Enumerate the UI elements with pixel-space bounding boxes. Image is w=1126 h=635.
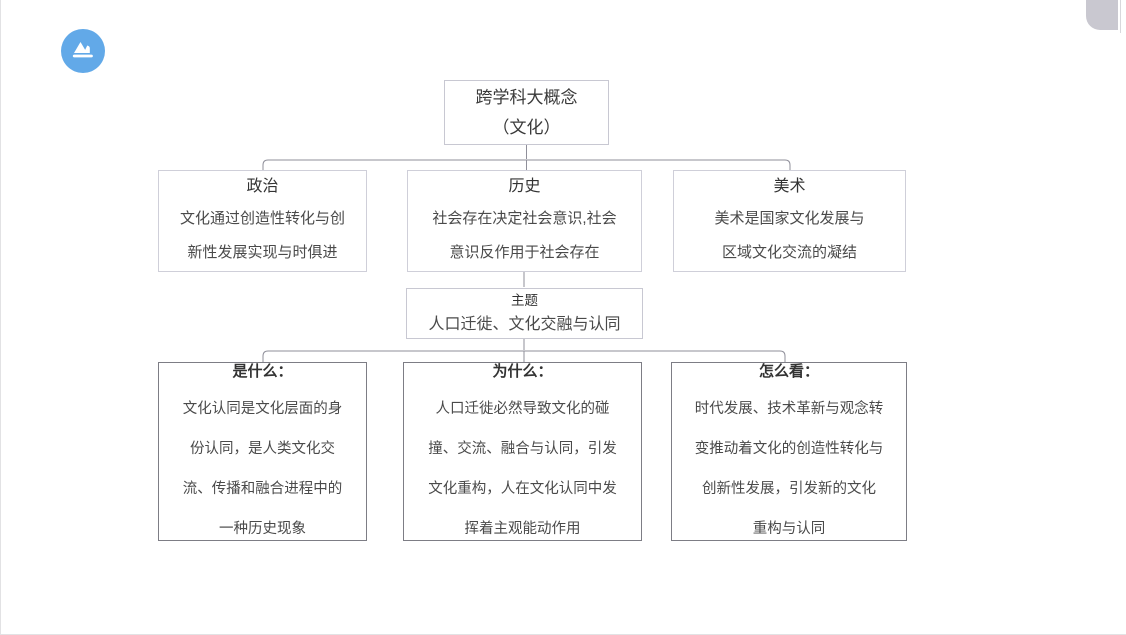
node-question-how-line-1: 时代发展、技术革新与观念转 xyxy=(694,400,884,417)
node-question-what-line-2: 份认同，是人类文化交 xyxy=(190,440,335,457)
node-question-why-line-1: 人口迁徙必然导致文化的碰 xyxy=(435,400,610,417)
node-question-why[interactable]: 为什么： 人口迁徙必然导致文化的碰 撞、交流、融合与认同，引发 文化重构，人在文… xyxy=(403,362,642,541)
node-question-how-line-4: 重构与认同 xyxy=(752,520,826,537)
node-theme-title: 主题 xyxy=(511,292,538,308)
node-root-line-2: （文化） xyxy=(492,117,561,137)
node-theme-line: 人口迁徙、文化交融与认同 xyxy=(428,315,621,333)
node-discipline-politics[interactable]: 政治 文化通过创造性转化与创 新性发展实现与时俱进 xyxy=(158,170,367,272)
node-discipline-history-line-2: 意识反作用于社会存在 xyxy=(449,244,600,261)
node-question-how-title: 怎么看： xyxy=(758,362,819,380)
mountain-image-icon xyxy=(70,39,96,63)
app-logo[interactable] xyxy=(61,29,105,73)
node-question-what-line-4: 一种历史现象 xyxy=(219,520,306,537)
node-discipline-art-line-2: 区域文化交流的凝结 xyxy=(721,244,857,261)
node-question-how-line-2: 变推动着文化的创造性转化与 xyxy=(694,440,884,457)
node-discipline-politics-line-1: 文化通过创造性转化与创 xyxy=(179,210,345,227)
node-discipline-politics-line-2: 新性发展实现与时俱进 xyxy=(187,244,338,261)
node-root[interactable]: 跨学科大概念 （文化） xyxy=(444,80,609,145)
node-question-what-line-3: 流、传播和融合进程中的 xyxy=(182,480,343,497)
node-discipline-art-line-1: 美术是国家文化发展与 xyxy=(714,210,865,227)
node-root-line-1: 跨学科大概念 xyxy=(475,87,578,107)
node-question-why-line-3: 文化重构，人在文化认同中发 xyxy=(428,480,617,497)
node-discipline-art[interactable]: 美术 美术是国家文化发展与 区域文化交流的凝结 xyxy=(673,170,906,272)
canvas-right-edge xyxy=(1120,0,1126,33)
node-question-how-line-3: 创新性发展，引发新的文化 xyxy=(702,480,876,497)
node-discipline-history[interactable]: 历史 社会存在决定社会意识,社会 意识反作用于社会存在 xyxy=(407,170,642,272)
corner-widget[interactable] xyxy=(1086,0,1118,30)
node-theme[interactable]: 主题 人口迁徙、文化交融与认同 xyxy=(406,288,643,339)
node-question-how[interactable]: 怎么看： 时代发展、技术革新与观念转 变推动着文化的创造性转化与 创新性发展，引… xyxy=(671,362,907,541)
node-discipline-history-title: 历史 xyxy=(508,178,541,195)
node-question-why-line-4: 挥着主观能动作用 xyxy=(464,520,581,537)
node-discipline-politics-title: 政治 xyxy=(246,178,279,195)
node-question-what[interactable]: 是什么： 文化认同是文化层面的身 份认同，是人类文化交 流、传播和融合进程中的 … xyxy=(158,362,367,541)
node-question-why-line-2: 撞、交流、融合与认同，引发 xyxy=(428,440,617,457)
node-discipline-history-line-1: 社会存在决定社会意识,社会 xyxy=(432,210,617,227)
node-question-what-title: 是什么： xyxy=(232,362,293,380)
node-discipline-art-title: 美术 xyxy=(773,178,806,195)
node-question-what-line-1: 文化认同是文化层面的身 xyxy=(182,400,343,417)
node-question-why-title: 为什么： xyxy=(492,362,553,380)
